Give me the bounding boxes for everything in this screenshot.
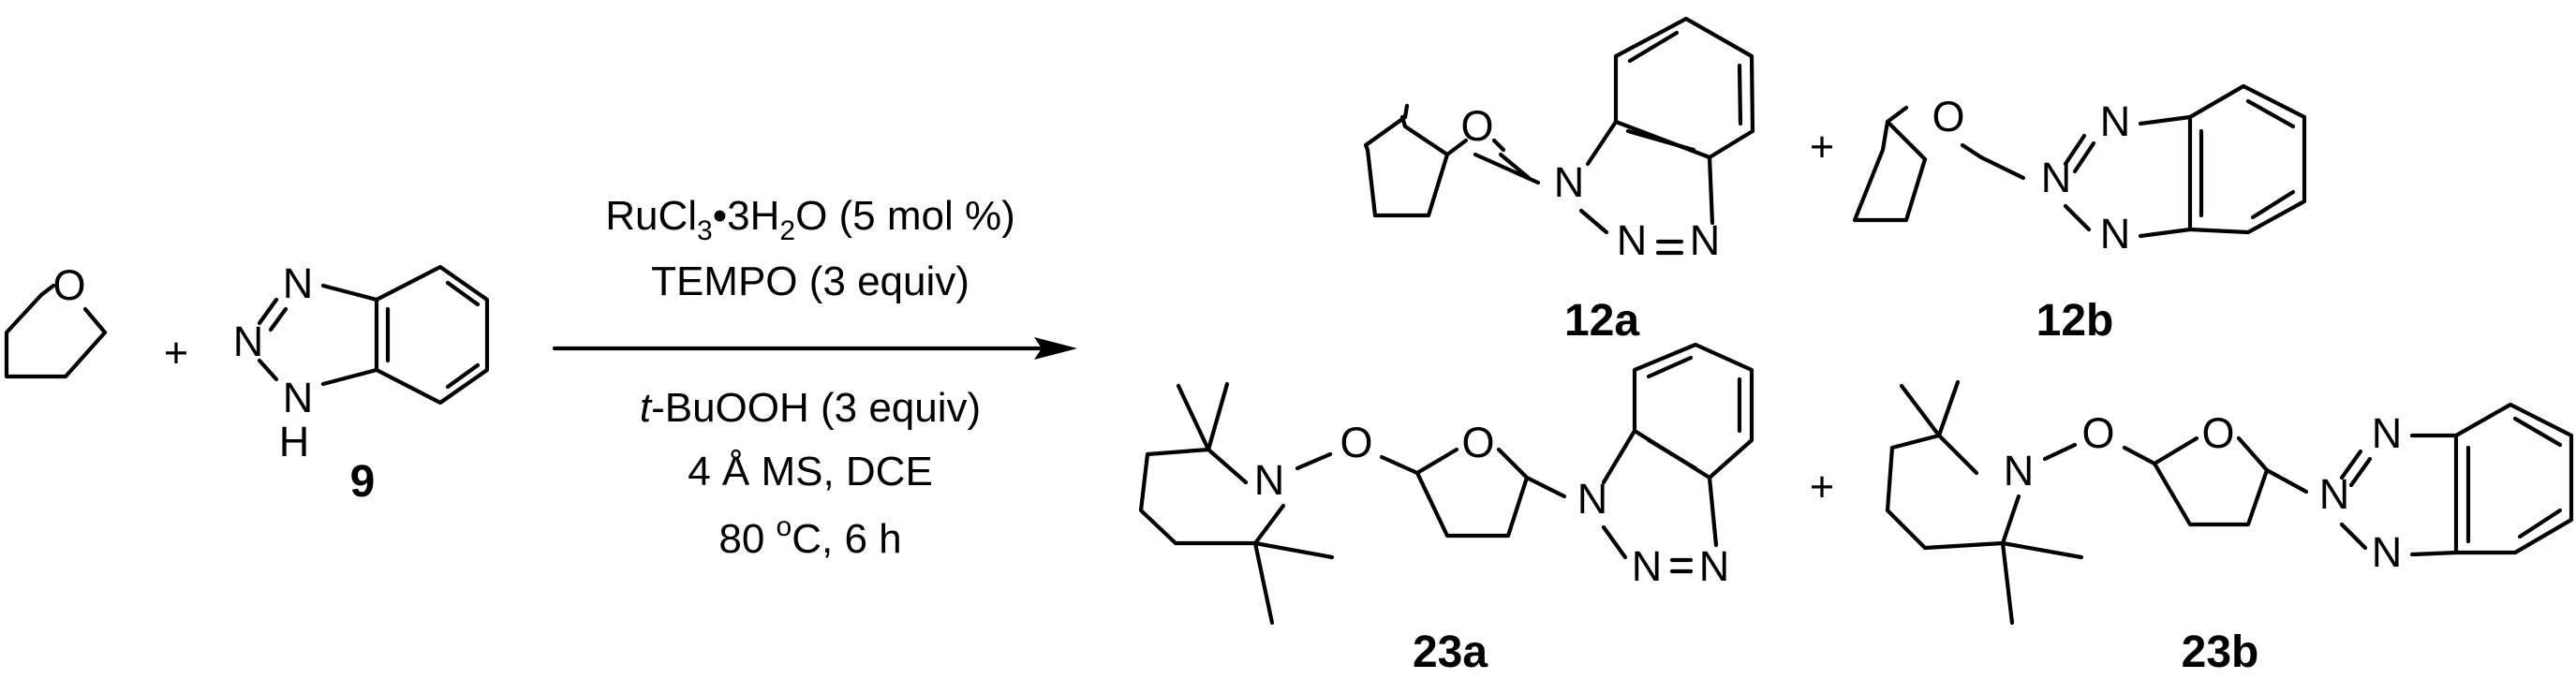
oxidant-conditions: t-BuOOH (3 equiv) <box>640 385 981 431</box>
benzotriazole-reactant: N N N H <box>233 259 490 465</box>
compound-label-9: 9 <box>350 457 376 507</box>
oxygen-atom: O <box>1932 93 1964 140</box>
compound-label-12b: 12b <box>2036 296 2114 346</box>
product-23b: N O O N N N <box>1885 379 2574 626</box>
nitrogen-atom: N <box>1632 542 1663 590</box>
product-12a: O N N N <box>1363 16 1755 264</box>
compound-label-12a: 12a <box>1564 296 1639 346</box>
nitrogen-atom: N <box>2319 470 2350 518</box>
reaction-arrow <box>552 337 1077 360</box>
nitrogen-atom: N <box>1699 542 1730 590</box>
product-23a: N O O N N N <box>1138 342 1754 626</box>
oxygen-atom: O <box>1340 419 1372 466</box>
nitrogen-atom: N <box>1554 158 1585 206</box>
catalyst-conditions: RuCl3•3H2O (5 mol %) <box>605 193 1015 246</box>
oxygen-atom: O <box>2201 409 2234 457</box>
product-plus-sign-top: + <box>1810 123 1834 170</box>
nitrogen-atom: N <box>1617 216 1648 264</box>
nitrogen-atom: N <box>2100 97 2131 145</box>
hydrogen-atom: H <box>279 418 310 465</box>
oxygen-atom: O <box>52 261 85 309</box>
nitrogen-atom: N <box>233 317 264 365</box>
oxygen-atom: O <box>1461 419 1494 466</box>
thf-reactant: O <box>4 261 108 379</box>
nitrogen-atom: N <box>1254 456 1285 504</box>
compound-label-23b: 23b <box>2182 627 2259 677</box>
tempo-conditions: TEMPO (3 equiv) <box>651 258 970 304</box>
nitrogen-atom: N <box>283 374 314 421</box>
nitrogen-atom: N <box>2372 528 2403 576</box>
compound-label-23a: 23a <box>1413 627 1488 677</box>
nitrogen-atom: N <box>1690 216 1721 264</box>
product-12b: O N N N <box>1852 83 2307 258</box>
nitrogen-atom: N <box>2100 210 2131 258</box>
temperature-conditions: 80 oC, 6 h <box>718 511 901 562</box>
oxygen-atom: O <box>2081 409 2114 457</box>
nitrogen-atom: N <box>2004 447 2035 494</box>
product-plus-sign-bottom: + <box>1810 463 1834 510</box>
reactant-plus-sign: + <box>164 329 188 376</box>
additive-conditions: 4 Å MS, DCE <box>688 449 933 494</box>
nitrogen-atom: N <box>2372 409 2403 457</box>
nitrogen-atom: N <box>283 259 314 307</box>
